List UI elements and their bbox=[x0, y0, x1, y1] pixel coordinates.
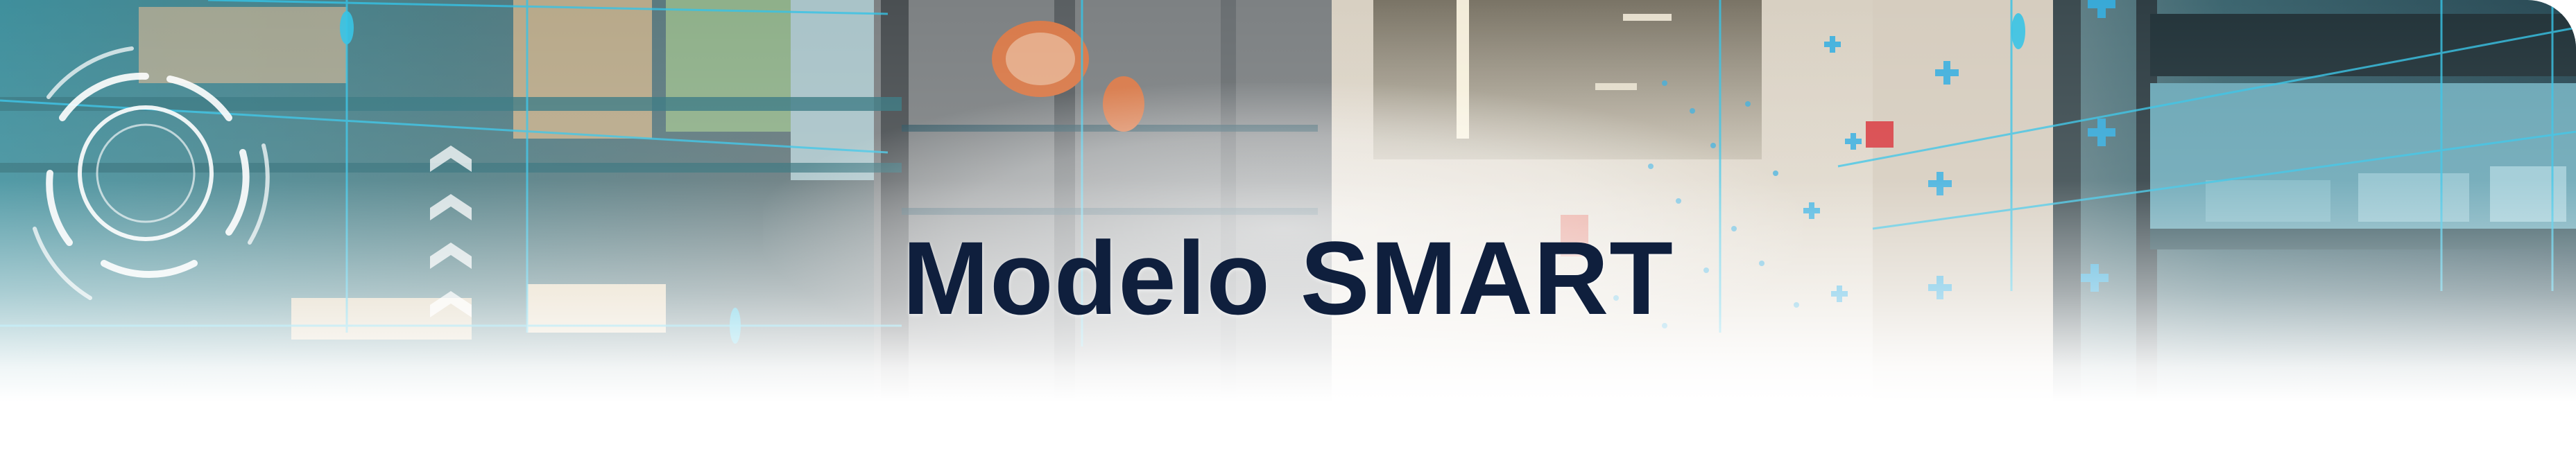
page-title: Modelo SMART bbox=[902, 219, 1674, 336]
